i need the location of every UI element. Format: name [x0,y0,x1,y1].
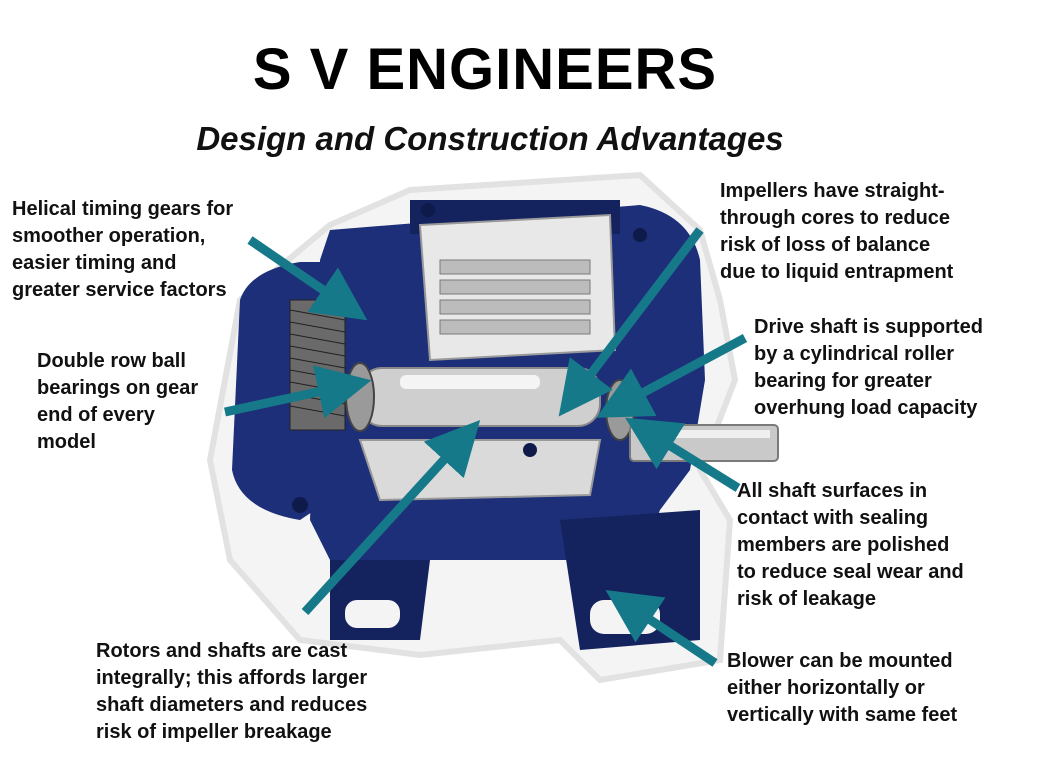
arrow-rotors-shafts [301,420,481,616]
callout-ball-bearings: Double row ball bearings on gear end of … [37,350,199,453]
timing-gear [289,299,346,431]
drive-shaft-highlight [640,430,770,438]
gear-end-bearing [345,362,375,432]
callout-shaft-surfaces: All shaft surfaces in contact with seali… [737,480,964,610]
arrow-impellers [558,227,704,417]
page-subtitle: Design and Construction Advantages [196,120,784,157]
callout-impellers: Impellers have straight- through cores t… [720,180,954,283]
rotor-highlight [400,375,540,389]
arrow-ball-bearings [224,365,372,419]
arrow-mounting [605,590,718,667]
lower-cutaway [358,439,602,502]
impeller-fins [439,259,591,335]
callout-mounting: Blower can be mounted either horizontall… [727,650,958,726]
arrow-drive-shaft [596,334,748,418]
callout-drive-shaft: Drive shaft is supported by a cylindrica… [754,316,983,419]
arrow-timing-gears [247,236,368,321]
left-foot-slot [345,600,400,628]
arrow-shaft-surfaces [625,417,741,492]
callout-rotors-shafts: Rotors and shafts are cast integrally; t… [96,640,368,743]
callout-timing-gears: Helical timing gears for smoother operat… [12,198,234,301]
casing-bolts [292,203,647,513]
company-title: S V ENGINEERS [252,37,718,102]
